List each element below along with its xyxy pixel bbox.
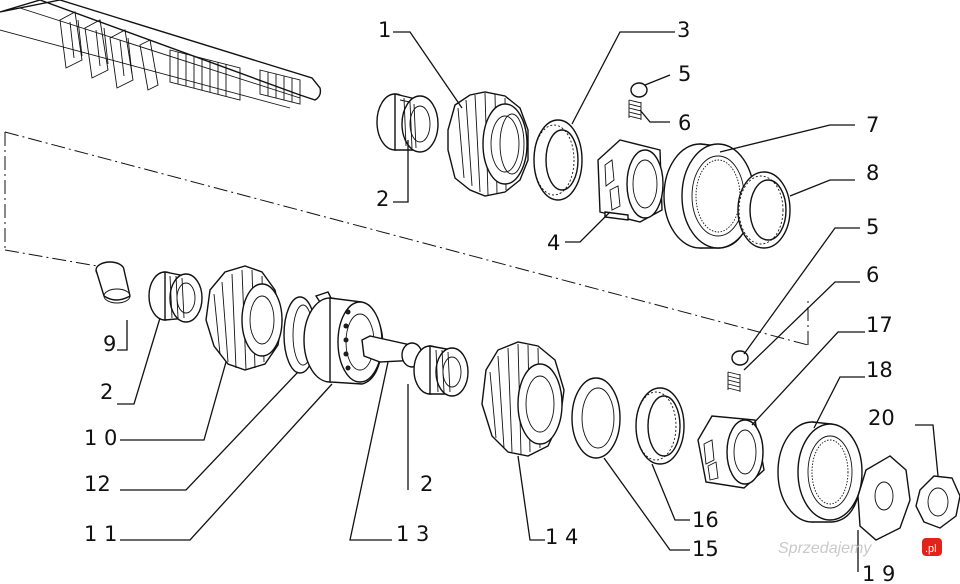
label-14: 1 4 [545,525,578,549]
label-13: 1 3 [396,522,429,546]
label-12: 12 [84,472,111,496]
label-16: 16 [692,508,719,532]
part-labels: 1 2 3 4 5 6 7 8 5 6 17 18 20 9 2 1 0 12 … [84,18,895,584]
synchro-ring-3 [533,119,583,201]
helical-gear-14 [481,341,565,457]
needle-bearing-lower-middle [413,345,469,397]
watermark-text: Sprzedajemy [778,540,872,557]
leader-lines [117,31,939,572]
watermark-badge-text: .pl [925,543,937,555]
label-5-upper: 5 [678,62,691,86]
label-17: 17 [866,313,893,337]
label-19: 1 9 [862,562,895,584]
label-10: 1 0 [84,426,117,450]
detent-spring-upper [628,99,642,120]
main-shaft-drawing [0,0,322,109]
label-6-lower: 6 [866,263,879,287]
watermark: Sprzedajemy .pl [778,538,942,557]
thrust-washer-15 [571,377,621,459]
label-5-lower: 5 [866,215,879,239]
label-7: 7 [866,113,879,137]
lock-washer-19 [857,455,911,541]
label-15: 15 [692,537,719,561]
detent-ball-lower [731,350,749,366]
needle-bearing-upper [376,93,439,153]
bearing-hub-11 [303,297,384,385]
label-2-upper: 2 [376,187,389,211]
label-6-upper: 6 [678,111,691,135]
synchro-hub-17 [697,415,765,489]
detent-spring-lower [727,371,741,392]
label-18: 18 [866,358,893,382]
helical-gear-1 [447,91,529,197]
helical-gear-10 [205,265,283,371]
needle-bearing-lower-left [148,271,203,323]
label-11: 1 1 [84,522,117,546]
sliding-sleeve-18 [777,421,863,523]
bushing-9 [95,261,131,304]
label-9: 9 [103,332,116,356]
synchro-ring-16 [635,387,685,465]
nut-20 [915,475,960,529]
detent-ball-upper [630,82,648,98]
label-3: 3 [677,18,690,42]
label-4: 4 [547,231,560,255]
label-2-lower-middle: 2 [420,472,433,496]
label-2-lower-left: 2 [100,380,113,404]
label-1: 1 [378,18,391,42]
label-8: 8 [866,161,879,185]
label-20: 20 [868,406,895,430]
synchro-hub-4 [597,139,664,223]
synchro-ring-8 [737,171,791,249]
watermark-badge [922,538,942,556]
